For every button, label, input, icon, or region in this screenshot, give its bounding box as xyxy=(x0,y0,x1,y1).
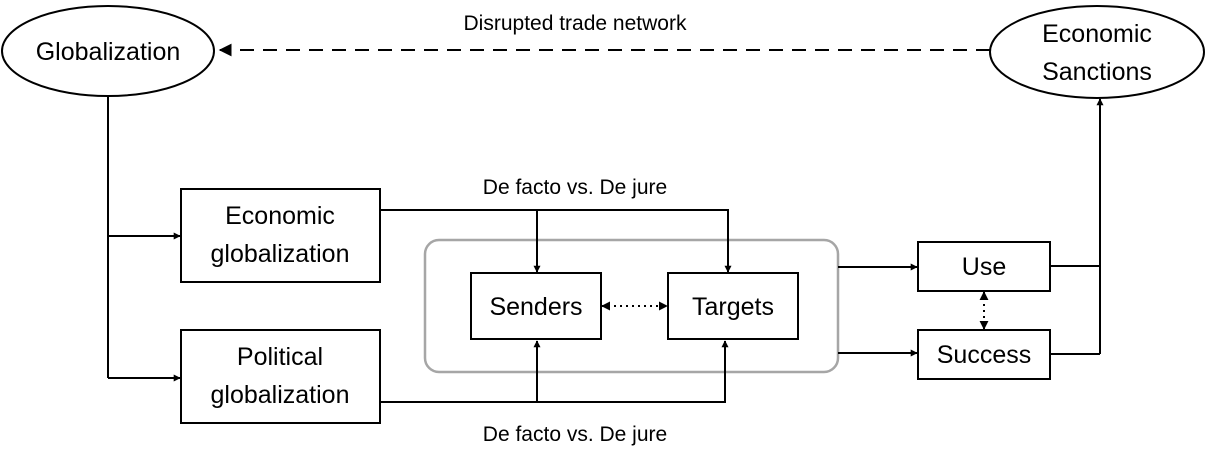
political-globalization-node xyxy=(180,329,381,424)
economic-globalization-node xyxy=(180,188,381,283)
de-facto-bottom-label: De facto vs. De jure xyxy=(483,423,667,446)
success-label: Success xyxy=(937,341,1031,369)
de-facto-top-label: De facto vs. De jure xyxy=(483,176,667,199)
globalization-label: Globalization xyxy=(36,38,181,66)
economic-to-targets-connector xyxy=(380,209,732,273)
economic-sanctions-label-line2: Sanctions xyxy=(1042,58,1152,86)
economic-globalization-label-line2: globalization xyxy=(211,240,350,268)
political-globalization-label-line2: globalization xyxy=(211,381,350,409)
economic-sanctions-label-line1: Economic xyxy=(1042,20,1152,48)
political-globalization-label-line1: Political xyxy=(237,343,323,371)
economic-sanctions-node xyxy=(989,5,1205,99)
economic-globalization-label-line1: Economic xyxy=(225,202,335,230)
senders-node xyxy=(470,272,602,340)
globalization-node xyxy=(1,5,215,97)
actors-group-container xyxy=(423,238,840,374)
targets-node xyxy=(667,272,799,340)
targets-label: Targets xyxy=(692,293,774,321)
political-to-targets-connector xyxy=(380,340,729,403)
senders-label: Senders xyxy=(489,293,582,321)
disrupted-trade-network-label: Disrupted trade network xyxy=(464,12,687,35)
use-label: Use xyxy=(962,253,1006,281)
